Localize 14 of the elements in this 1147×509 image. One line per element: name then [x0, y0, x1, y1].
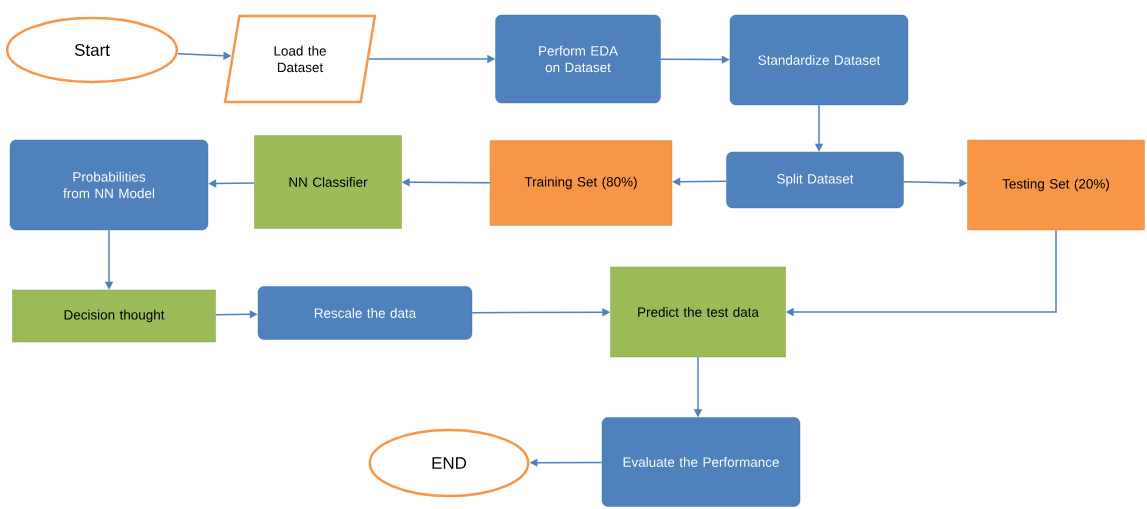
process-box: Probabilities from NN Model: [9, 139, 209, 231]
process-box: Standardize Dataset: [729, 14, 909, 106]
terminal-oval: Start: [5, 16, 179, 84]
terminal-oval: END: [368, 428, 530, 498]
input-parallelogram: Load the Dataset: [223, 14, 377, 104]
process-box: NN Classifier: [254, 135, 402, 229]
process-box: Decision thought: [12, 289, 216, 343]
data-box: Testing Set (20%): [967, 139, 1145, 231]
process-box: Evaluate the Performance: [601, 417, 801, 507]
process-box: Split Dataset: [726, 151, 904, 209]
data-box: Training Set (80%): [489, 140, 673, 226]
process-box: Perform EDA on Dataset: [495, 14, 661, 104]
process-box: Rescale the data: [257, 286, 473, 340]
process-box: Predict the test data: [610, 266, 786, 358]
